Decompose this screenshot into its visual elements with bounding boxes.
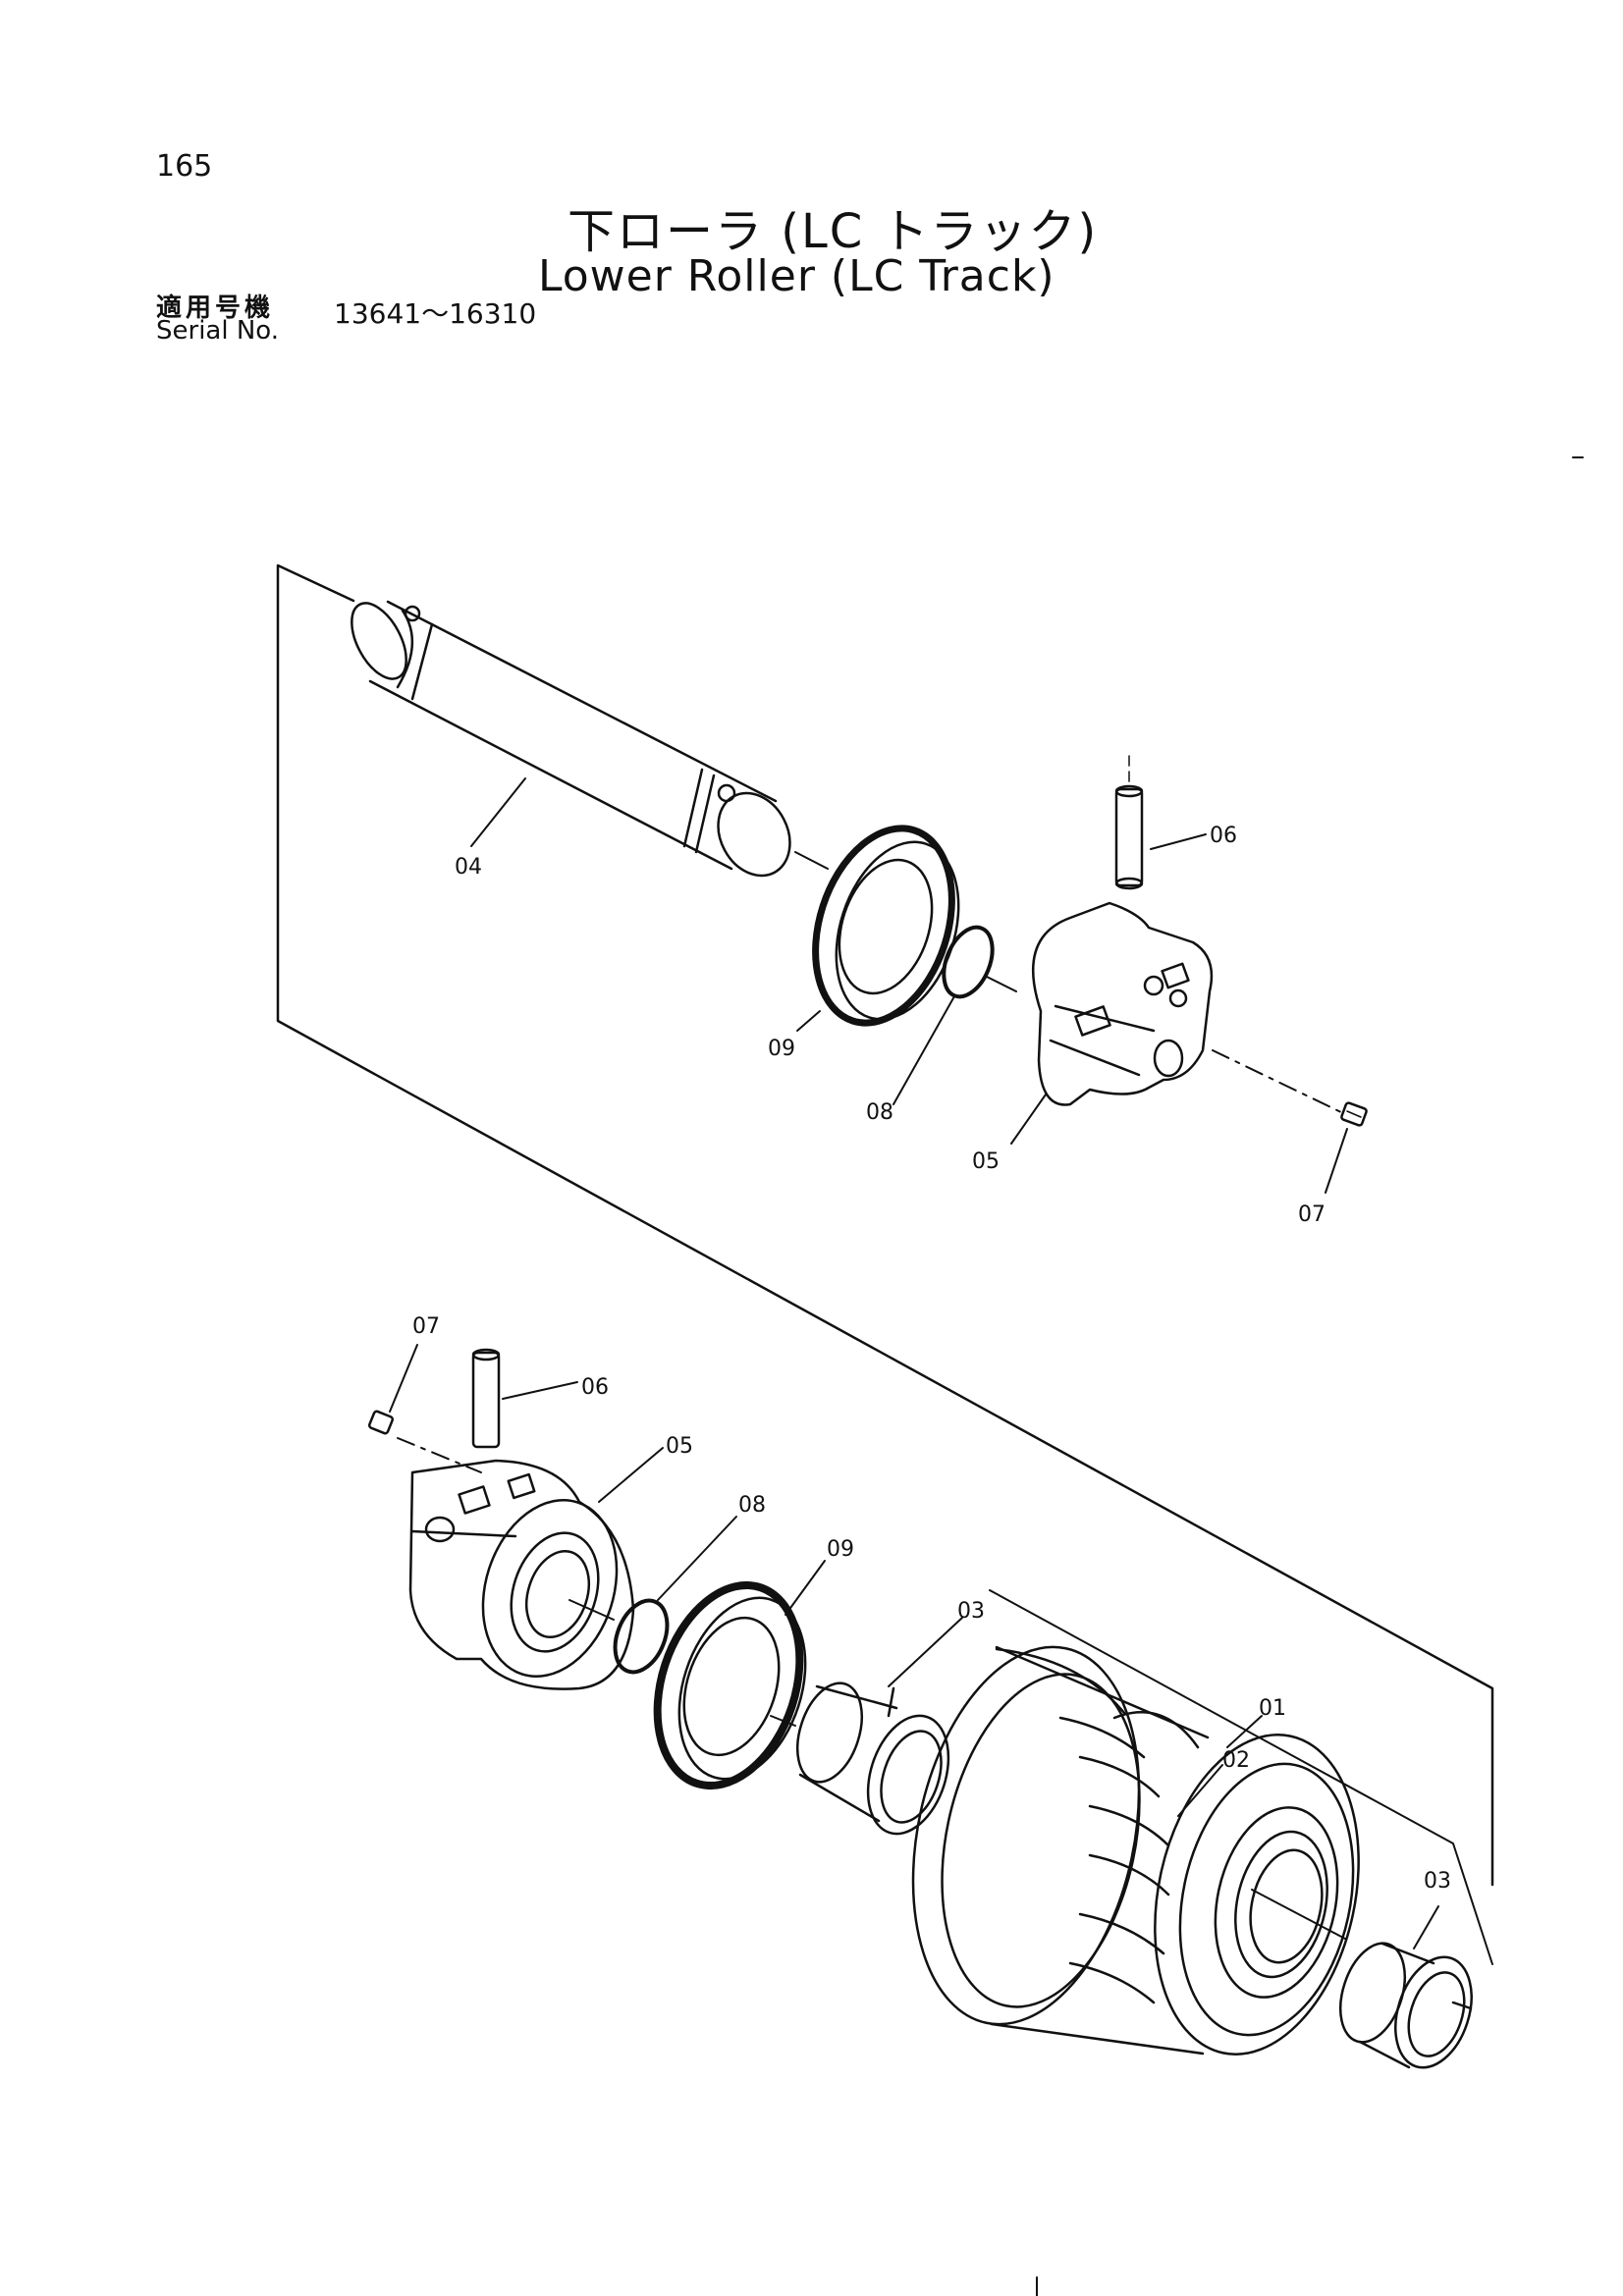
bushing-part-03-right bbox=[1339, 1942, 1473, 2069]
axis-line-roller bbox=[1251, 1889, 1346, 1940]
callout-02: 02 bbox=[1222, 1748, 1250, 1773]
axis-line-lower bbox=[568, 1599, 615, 1621]
callout-05-lower: 05 bbox=[666, 1434, 693, 1459]
pin-part-06-lower bbox=[471, 1348, 501, 1449]
callout-07-lower: 07 bbox=[412, 1314, 440, 1339]
callout-07-upper: 07 bbox=[1298, 1202, 1325, 1227]
leader-07-lower bbox=[389, 1344, 418, 1413]
callout-01: 01 bbox=[1259, 1696, 1286, 1721]
callout-05-upper: 05 bbox=[972, 1149, 1000, 1174]
callout-03-left: 03 bbox=[957, 1599, 985, 1624]
axis-line-upper bbox=[986, 976, 1017, 992]
callout-06-lower: 06 bbox=[581, 1375, 609, 1400]
callout-06-upper: 06 bbox=[1210, 824, 1237, 848]
callout-04: 04 bbox=[455, 855, 482, 880]
title-japanese: 下ローラ (LC トラック) bbox=[568, 204, 1099, 259]
axis-line-bushing-left bbox=[770, 1715, 796, 1727]
collar-part-05-lower bbox=[408, 1459, 635, 1690]
serial-range: 13641～16310 bbox=[334, 297, 537, 330]
plug-part-07-lower bbox=[368, 1410, 394, 1435]
leader-09-lower bbox=[784, 1560, 826, 1616]
leader-06-lower bbox=[502, 1381, 578, 1400]
o-ring-part-08-lower bbox=[613, 1598, 670, 1675]
leader-02 bbox=[1177, 1764, 1223, 1817]
serial-label-english: Serial No. bbox=[156, 316, 279, 346]
pin-part-06-upper bbox=[1114, 784, 1144, 890]
axis-line-plug-lower bbox=[397, 1437, 482, 1473]
leader-01 bbox=[1226, 1715, 1263, 1748]
floating-seal-part-09-lower bbox=[653, 1580, 807, 1790]
assembly-frame-lower bbox=[989, 1589, 1493, 1965]
shaft-part-04 bbox=[351, 600, 829, 878]
leader-09-upper bbox=[796, 1010, 821, 1032]
leader-05-upper bbox=[1010, 1094, 1047, 1145]
callout-09-lower: 09 bbox=[827, 1537, 854, 1562]
bushing-part-03-left bbox=[796, 1682, 950, 1836]
page-number: 165 bbox=[156, 149, 213, 184]
serial-label-japanese: 適用号機 bbox=[156, 294, 275, 323]
leader-04 bbox=[470, 777, 526, 847]
collar-part-05-upper bbox=[1031, 901, 1214, 1106]
floating-seal-part-09-upper bbox=[812, 825, 960, 1027]
leader-03-left bbox=[888, 1617, 963, 1687]
leader-07-upper bbox=[1325, 1128, 1348, 1194]
axis-line-to-plug-upper bbox=[1212, 1049, 1346, 1115]
roller-part-01 bbox=[911, 1645, 1360, 2056]
plug-part-07-upper bbox=[1340, 1101, 1368, 1127]
leader-03-right bbox=[1413, 1905, 1439, 1949]
callout-03-right: 03 bbox=[1424, 1869, 1451, 1894]
assembly-frame bbox=[276, 563, 1494, 1887]
callout-09-upper: 09 bbox=[768, 1037, 795, 1061]
callout-08-upper: 08 bbox=[866, 1100, 893, 1125]
title-english: Lower Roller (LC Track) bbox=[538, 251, 1055, 301]
leader-06-upper bbox=[1150, 833, 1207, 850]
leader-08-lower bbox=[657, 1516, 737, 1601]
callout-08-lower: 08 bbox=[738, 1493, 766, 1518]
leader-08-upper bbox=[893, 995, 955, 1105]
leader-05-lower bbox=[598, 1447, 664, 1503]
